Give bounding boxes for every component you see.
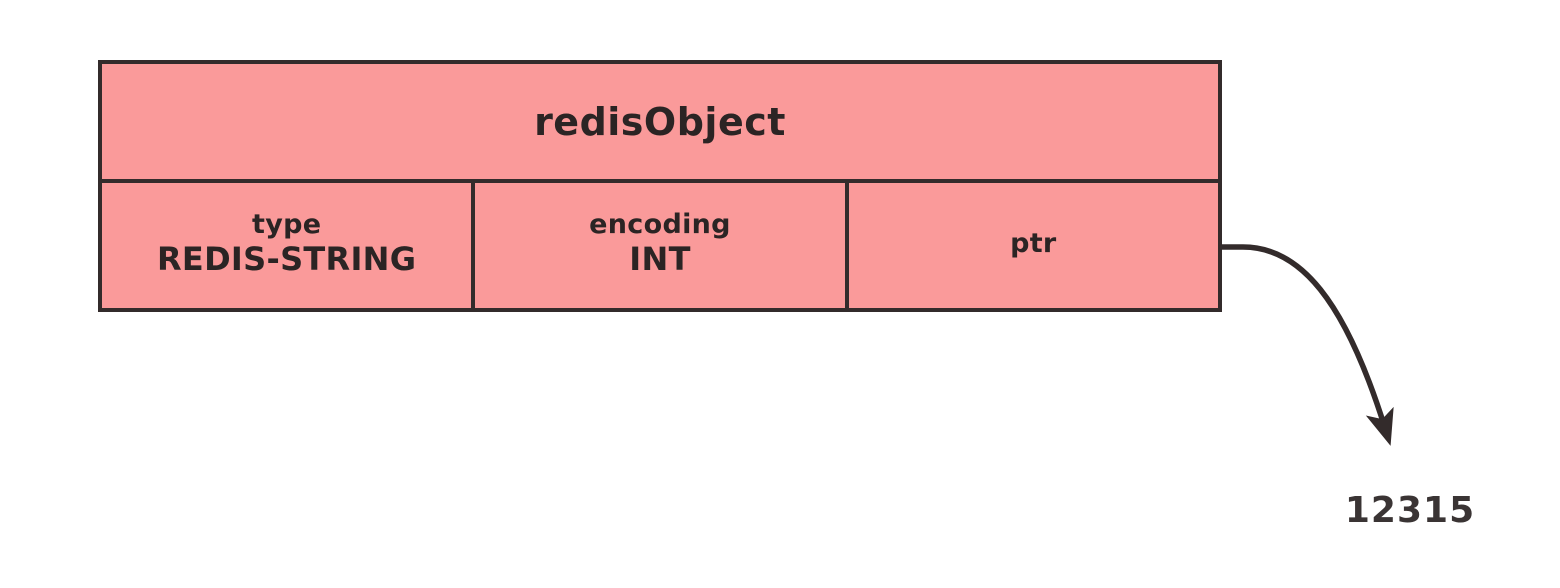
field-value-type: REDIS-STRING (156, 239, 417, 278)
field-cell-type: type REDIS-STRING (102, 183, 471, 308)
field-key-type: type (251, 208, 322, 240)
field-cell-encoding: encoding INT (471, 183, 844, 308)
redis-object-struct-box: redisObject type REDIS-STRING encoding I… (98, 60, 1222, 312)
field-value-encoding: INT (629, 239, 691, 278)
field-cell-ptr: ptr (844, 183, 1218, 308)
field-key-ptr: ptr (1010, 227, 1057, 259)
field-key-encoding: encoding (589, 208, 731, 240)
curved-arrow-icon (1219, 244, 1394, 446)
struct-title: redisObject (102, 64, 1218, 183)
pointer-target-label: 12315 (1344, 490, 1476, 531)
struct-field-row: type REDIS-STRING encoding INT ptr (102, 183, 1218, 308)
